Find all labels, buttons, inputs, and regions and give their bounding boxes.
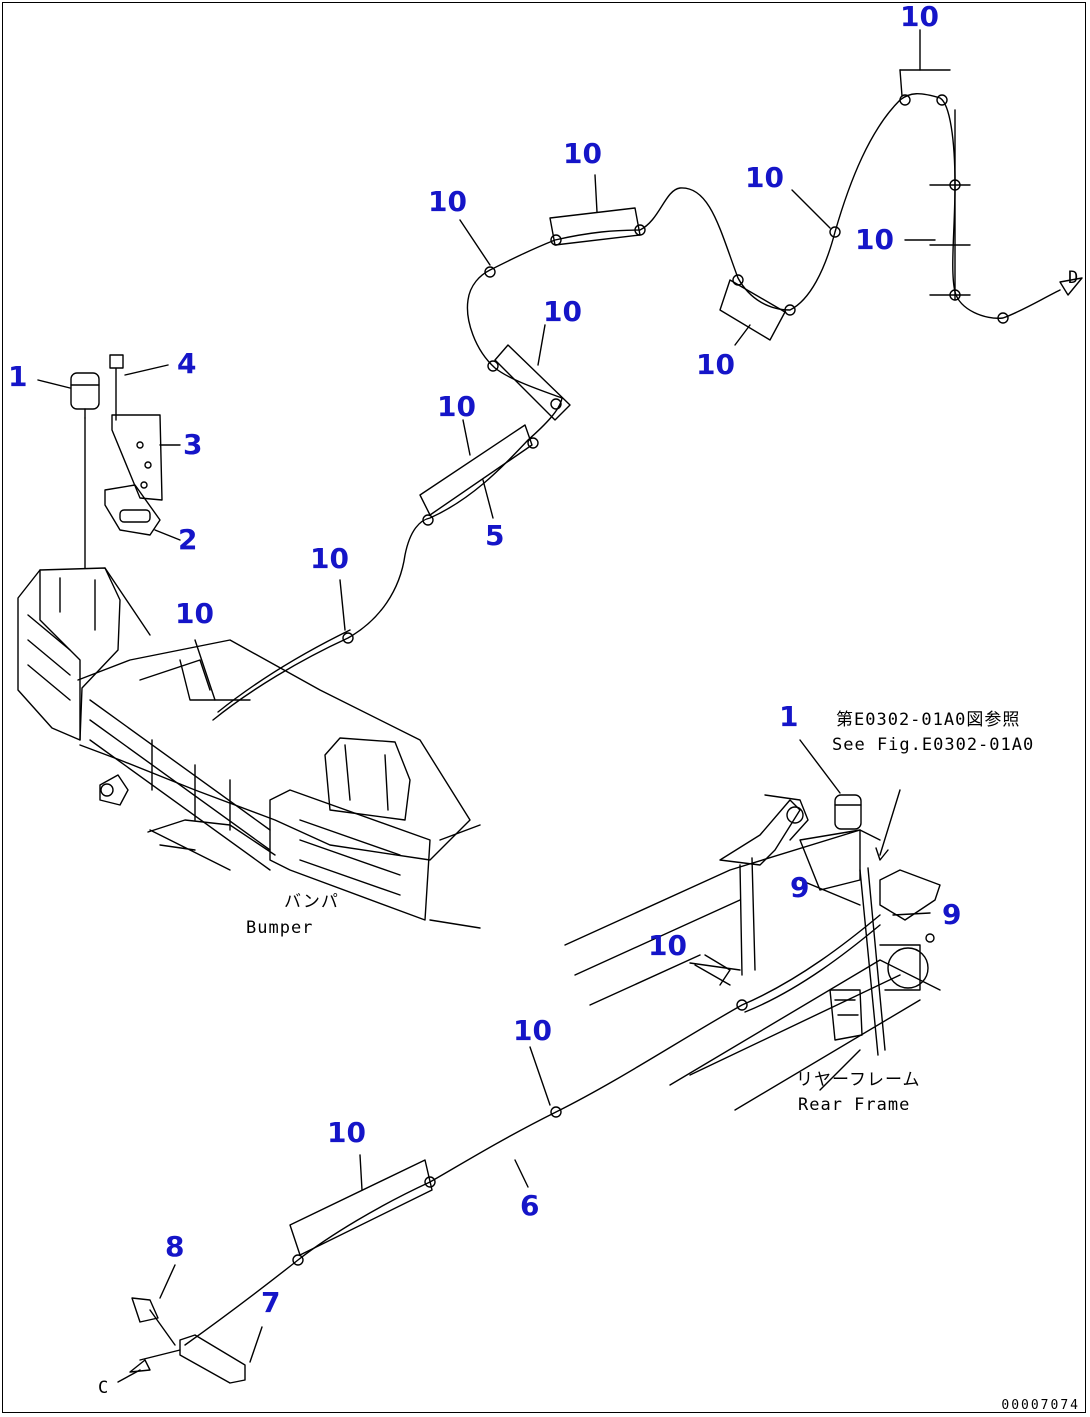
callout-9-a: 9 [790,871,810,904]
figure-id: 00007074 [1001,1398,1080,1413]
callout-10-f: 10 [543,295,582,328]
callout-10-d: 10 [428,185,467,218]
callout-10-b: 10 [563,137,602,170]
callout-10-g: 10 [696,348,735,381]
callout-10-i: 10 [310,542,349,575]
connector-c-label: C [98,1378,110,1398]
callout-10-h: 10 [437,390,476,423]
harness-6-drawing [117,914,881,1384]
rear-frame-label-jp: リヤーフレーム [796,1070,921,1090]
callout-6: 6 [520,1189,540,1222]
callout-10-a: 10 [900,0,939,33]
callout-9-b: 9 [942,898,962,931]
rear-frame-label-en: Rear Frame [798,1095,911,1115]
front-bumper-drawing [17,567,481,929]
bumper-label-en: Bumper [246,918,314,938]
horn-assembly-drawing [37,354,181,569]
callout-10-k: 10 [648,929,687,962]
callout-8: 8 [165,1230,185,1263]
callout-4: 4 [177,347,197,380]
rear-frame-drawing [564,739,941,1111]
harness-5-drawing [194,29,1083,721]
callout-1-horn: 1 [8,360,28,393]
callout-10-e: 10 [855,223,894,256]
reference-note-en: See Fig.E0302-01A0 [832,735,1035,755]
callout-7: 7 [261,1286,281,1319]
callout-10-c: 10 [745,161,784,194]
callout-5: 5 [485,519,505,552]
callout-1-rear: 1 [779,700,799,733]
callout-10-j: 10 [175,597,214,630]
callout-2: 2 [178,523,198,556]
bumper-label-jp: バンパ [284,892,339,912]
callout-10-m: 10 [327,1116,366,1149]
connector-d-label: D [1068,268,1080,288]
reference-note-jp: 第E0302-01A0図参照 [836,710,1021,730]
callout-10-l: 10 [513,1014,552,1047]
callout-3: 3 [183,428,203,461]
